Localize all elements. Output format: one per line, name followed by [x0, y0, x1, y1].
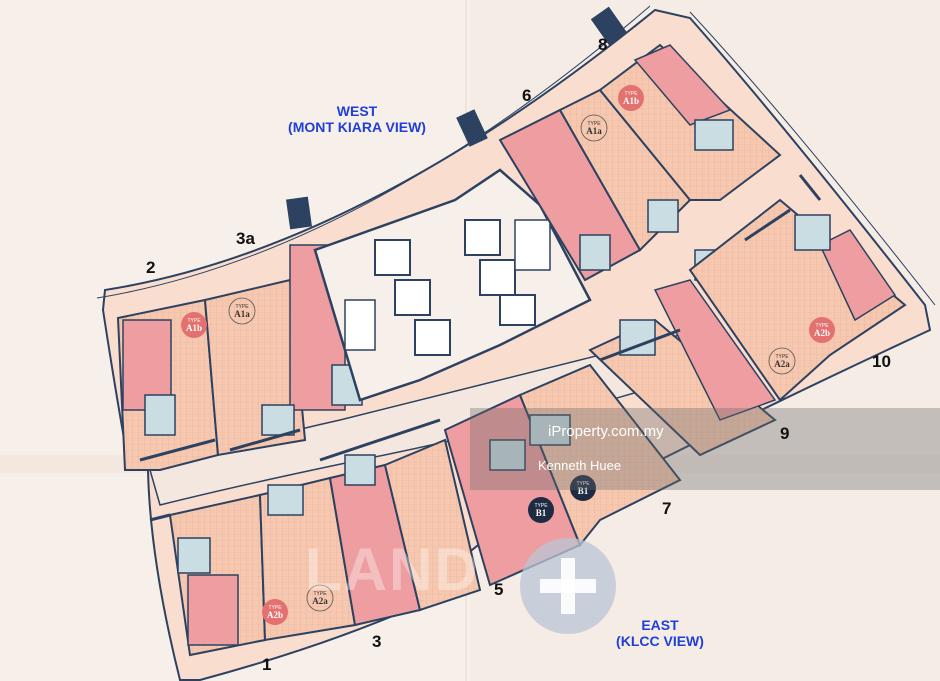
- badge-prefix: TYPE: [815, 323, 829, 329]
- badge-code: A1a: [234, 309, 250, 319]
- west-label: WEST: [336, 103, 378, 119]
- badge-circle: [228, 297, 256, 325]
- badge-prefix: TYPE: [268, 605, 282, 611]
- unit-number-7: 7: [662, 499, 672, 518]
- unit-number-8: 8: [598, 35, 608, 54]
- unit-number-5: 5: [494, 580, 504, 599]
- badge-code: A2a: [774, 359, 790, 369]
- unit-number-3: 3: [372, 632, 382, 651]
- badge-code: B1: [578, 486, 589, 496]
- badge-circle: [262, 599, 288, 625]
- badge-prefix: TYPE: [235, 304, 249, 310]
- badge-prefix: TYPE: [576, 481, 590, 487]
- unit-number-6: 6: [522, 86, 532, 105]
- badge-circle: [768, 347, 796, 375]
- wall-segments: [139, 174, 822, 522]
- badge-code: A2b: [814, 328, 830, 338]
- west-view-label: WEST (MONT KIARA VIEW): [272, 103, 442, 135]
- badge-circle: [528, 497, 554, 523]
- badge-circle: [580, 114, 608, 142]
- watermark-site: iProperty.com.my: [548, 423, 664, 440]
- structural-columns: [286, 6, 628, 230]
- watermark-mark: LAND: [305, 536, 480, 603]
- east-sublabel: (KLCC VIEW): [616, 633, 704, 649]
- badge-circle: [181, 312, 207, 338]
- badge-prefix: TYPE: [587, 121, 601, 127]
- badge-circle: [809, 317, 835, 343]
- badge-code: A1b: [623, 96, 639, 106]
- west-units: [116, 43, 782, 471]
- unit-number-1: 1: [262, 655, 272, 674]
- east-view-label: EAST (KLCC VIEW): [600, 617, 720, 649]
- badge-code: A1a: [586, 126, 602, 136]
- badge-circle: [570, 475, 596, 501]
- east-label: EAST: [641, 617, 679, 633]
- badge-prefix: TYPE: [187, 318, 201, 324]
- watermark-band: [470, 408, 940, 490]
- badge-prefix: TYPE: [313, 591, 327, 597]
- badge-circle: [306, 584, 334, 612]
- badge-code: A1b: [186, 323, 202, 333]
- badge-prefix: TYPE: [624, 91, 638, 97]
- east-units: [168, 198, 907, 657]
- unit-number-3a: 3a: [236, 229, 255, 248]
- badge-prefix: TYPE: [534, 503, 548, 509]
- badge-code: A2b: [267, 610, 283, 620]
- badge-prefix: TYPE: [775, 354, 789, 360]
- unit-number-10: 10: [872, 352, 891, 371]
- badge-code: A2a: [312, 596, 328, 606]
- type-badges: TYPEA1bTYPEA1aTYPEA1aTYPEA1bTYPEA2bTYPEA…: [181, 85, 835, 625]
- unit-number-9: 9: [780, 424, 790, 443]
- badge-circle: [618, 85, 644, 111]
- watermark-agent: Kenneth Huee: [538, 458, 622, 473]
- west-sublabel: (MONT KIARA VIEW): [288, 119, 426, 135]
- badge-code: B1: [536, 508, 547, 518]
- unit-number-2: 2: [146, 258, 156, 277]
